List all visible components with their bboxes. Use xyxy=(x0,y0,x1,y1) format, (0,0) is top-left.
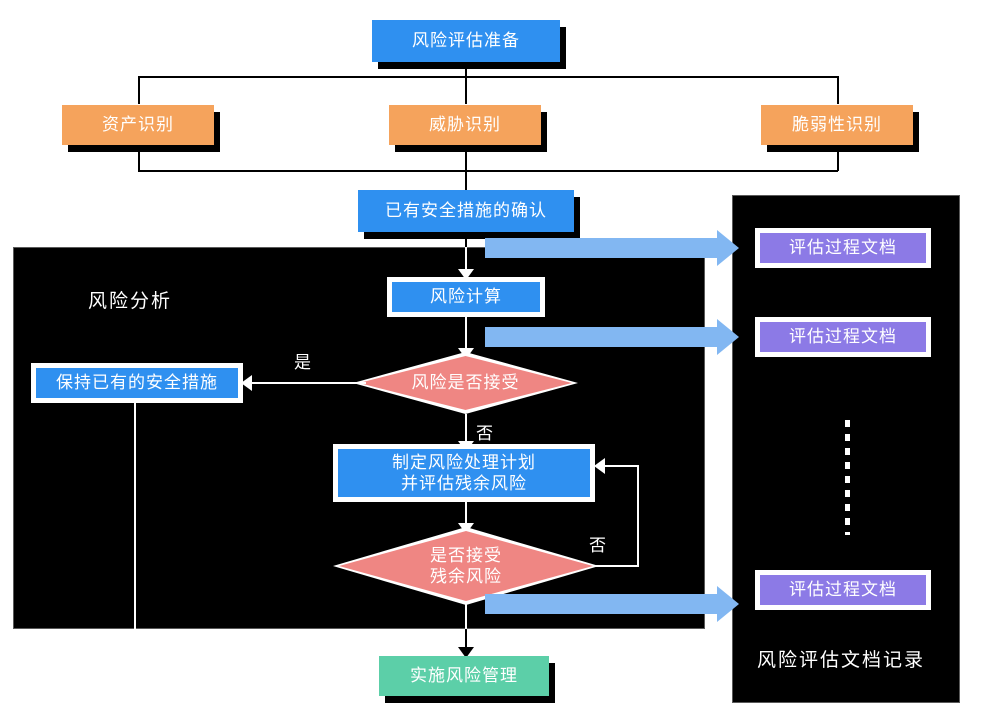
doc-item-1[interactable]: 评估过程文档 xyxy=(755,228,931,268)
node-risk-assessment-preparation[interactable]: 风险评估准备 xyxy=(372,20,560,62)
connector-bus-to-threat xyxy=(465,76,467,104)
connector-no-branch-1 xyxy=(465,414,467,450)
node-label: 已有安全措施的确认 xyxy=(385,201,547,221)
edge-label-no-2: 否 xyxy=(589,536,607,555)
connector-no-branch-2-h-bottom xyxy=(593,565,639,567)
connector-prep-to-trunk xyxy=(465,62,467,76)
node-label: 威胁识别 xyxy=(429,115,501,135)
edge-label-yes: 是 xyxy=(294,353,312,372)
connector-keep-controls-down xyxy=(134,403,136,629)
flow-arrow-to-doc-2 xyxy=(485,327,717,347)
doc-item-label: 评估过程文档 xyxy=(789,238,897,258)
arrowhead-to-keep-controls xyxy=(241,375,252,391)
flow-arrow-to-doc-1 xyxy=(485,238,717,258)
connector-threat-down xyxy=(465,145,467,171)
connector-controls-to-calc-inside xyxy=(465,247,467,273)
doc-item-2[interactable]: 评估过程文档 xyxy=(755,317,931,357)
connector-residual-down-inside xyxy=(465,601,467,629)
node-label: 资产识别 xyxy=(102,115,174,135)
arrowhead-to-implementation xyxy=(458,647,474,658)
connector-trunk-bus xyxy=(138,76,838,78)
connector-plan-to-residual xyxy=(465,502,467,530)
panel-assessment-documents-label: 风险评估文档记录 xyxy=(757,650,926,671)
connector-bus-to-asset xyxy=(138,76,140,104)
panel-risk-analysis-label: 风险分析 xyxy=(88,291,173,312)
connector-no-branch-2-v xyxy=(637,465,639,566)
connector-asset-down xyxy=(138,145,140,171)
node-label: 脆弱性识别 xyxy=(792,115,882,135)
node-keep-existing-controls[interactable]: 保持已有的安全措施 xyxy=(31,363,243,403)
doc-item-3[interactable]: 评估过程文档 xyxy=(755,570,931,610)
node-label: 制定风险处理计划 并评估残余风险 xyxy=(392,452,536,493)
connector-vulnerability-down xyxy=(837,145,839,171)
connector-merge-to-controls xyxy=(465,170,467,190)
connector-residual-down-outside xyxy=(465,629,467,656)
connector-no-branch-2-h-top xyxy=(600,465,639,467)
connector-merge-bus xyxy=(138,170,838,172)
flow-arrow-head-2 xyxy=(717,319,739,355)
edge-label-no-1: 否 xyxy=(476,424,494,443)
decision-label: 风险是否接受 xyxy=(411,373,520,393)
node-asset-identification[interactable]: 资产识别 xyxy=(62,105,214,145)
arrowhead-loop-to-treatment-plan xyxy=(594,458,605,474)
connector-controls-to-calc-outside xyxy=(465,232,467,247)
arrowhead-to-risk-calculation xyxy=(458,269,474,280)
connector-bus-to-vulnerability xyxy=(837,76,839,104)
doc-item-label: 评估过程文档 xyxy=(789,580,897,600)
connector-calc-to-decision xyxy=(465,317,467,355)
decision-label: 是否接受 残余风险 xyxy=(430,545,502,586)
node-label: 实施风险管理 xyxy=(410,666,518,686)
node-implement-risk-management[interactable]: 实施风险管理 xyxy=(379,656,549,696)
node-vulnerability-identification[interactable]: 脆弱性识别 xyxy=(761,105,913,145)
connector-yes-branch xyxy=(244,382,366,384)
flow-arrow-head-3 xyxy=(717,586,739,622)
node-risk-calculation[interactable]: 风险计算 xyxy=(387,277,545,317)
node-label: 保持已有的安全措施 xyxy=(56,373,218,393)
flow-arrow-head-1 xyxy=(717,230,739,266)
vertical-ellipsis-icon xyxy=(845,420,850,535)
node-label: 风险评估准备 xyxy=(412,31,520,51)
doc-item-label: 评估过程文档 xyxy=(789,327,897,347)
node-label: 风险计算 xyxy=(430,287,502,307)
node-existing-controls-confirmation[interactable]: 已有安全措施的确认 xyxy=(358,190,574,232)
flow-arrow-to-doc-3 xyxy=(485,594,717,614)
node-threat-identification[interactable]: 威胁识别 xyxy=(389,105,541,145)
node-risk-treatment-plan[interactable]: 制定风险处理计划 并评估残余风险 xyxy=(333,444,595,502)
